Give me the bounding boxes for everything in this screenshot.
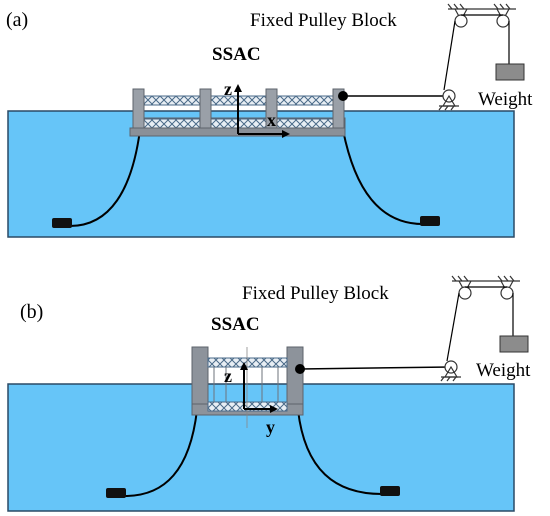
panel-a-label: (a) xyxy=(6,9,28,31)
panel-b-y-label: y xyxy=(266,417,275,437)
panel-b-anchor-right xyxy=(380,486,400,496)
panel-b-anchor-left xyxy=(106,488,126,498)
panel-b-mooring-line-left xyxy=(124,409,198,497)
panel-a-mooring-line-left xyxy=(69,129,141,227)
panel-a-mooring-line-right xyxy=(342,129,424,225)
panel-a-weight xyxy=(495,63,525,81)
panel-a-weight-label: Weight xyxy=(478,89,533,110)
panel-a-ssac-label: SSAC xyxy=(212,44,261,65)
panel-a-anchor-left xyxy=(52,218,72,228)
panel-b-pulley-label: Fixed Pulley Block xyxy=(242,283,389,304)
panel-a-x-label: x xyxy=(267,110,276,130)
panel-a-pulley-label: Fixed Pulley Block xyxy=(250,10,397,31)
panel-b: (b) Fixed Pulley Block SSAC z y xyxy=(7,275,531,512)
panel-b-weight xyxy=(499,335,529,353)
panel-a: (a) Fixed Pulley Block SSAC z x xyxy=(6,3,533,238)
panel-b-label: (b) xyxy=(20,301,43,323)
panel-a-anchor-right xyxy=(420,216,440,226)
panel-b-weight-label: Weight xyxy=(476,360,531,381)
panel-b-z-label: z xyxy=(224,366,232,386)
panel-b-pulley-block xyxy=(440,275,520,382)
panel-b-cable xyxy=(299,366,452,370)
panel-a-z-label: z xyxy=(224,79,232,99)
panel-a-pulley-block xyxy=(438,3,516,111)
panel-b-ssac-label: SSAC xyxy=(211,314,260,335)
panel-b-mooring-line-right xyxy=(297,409,383,495)
